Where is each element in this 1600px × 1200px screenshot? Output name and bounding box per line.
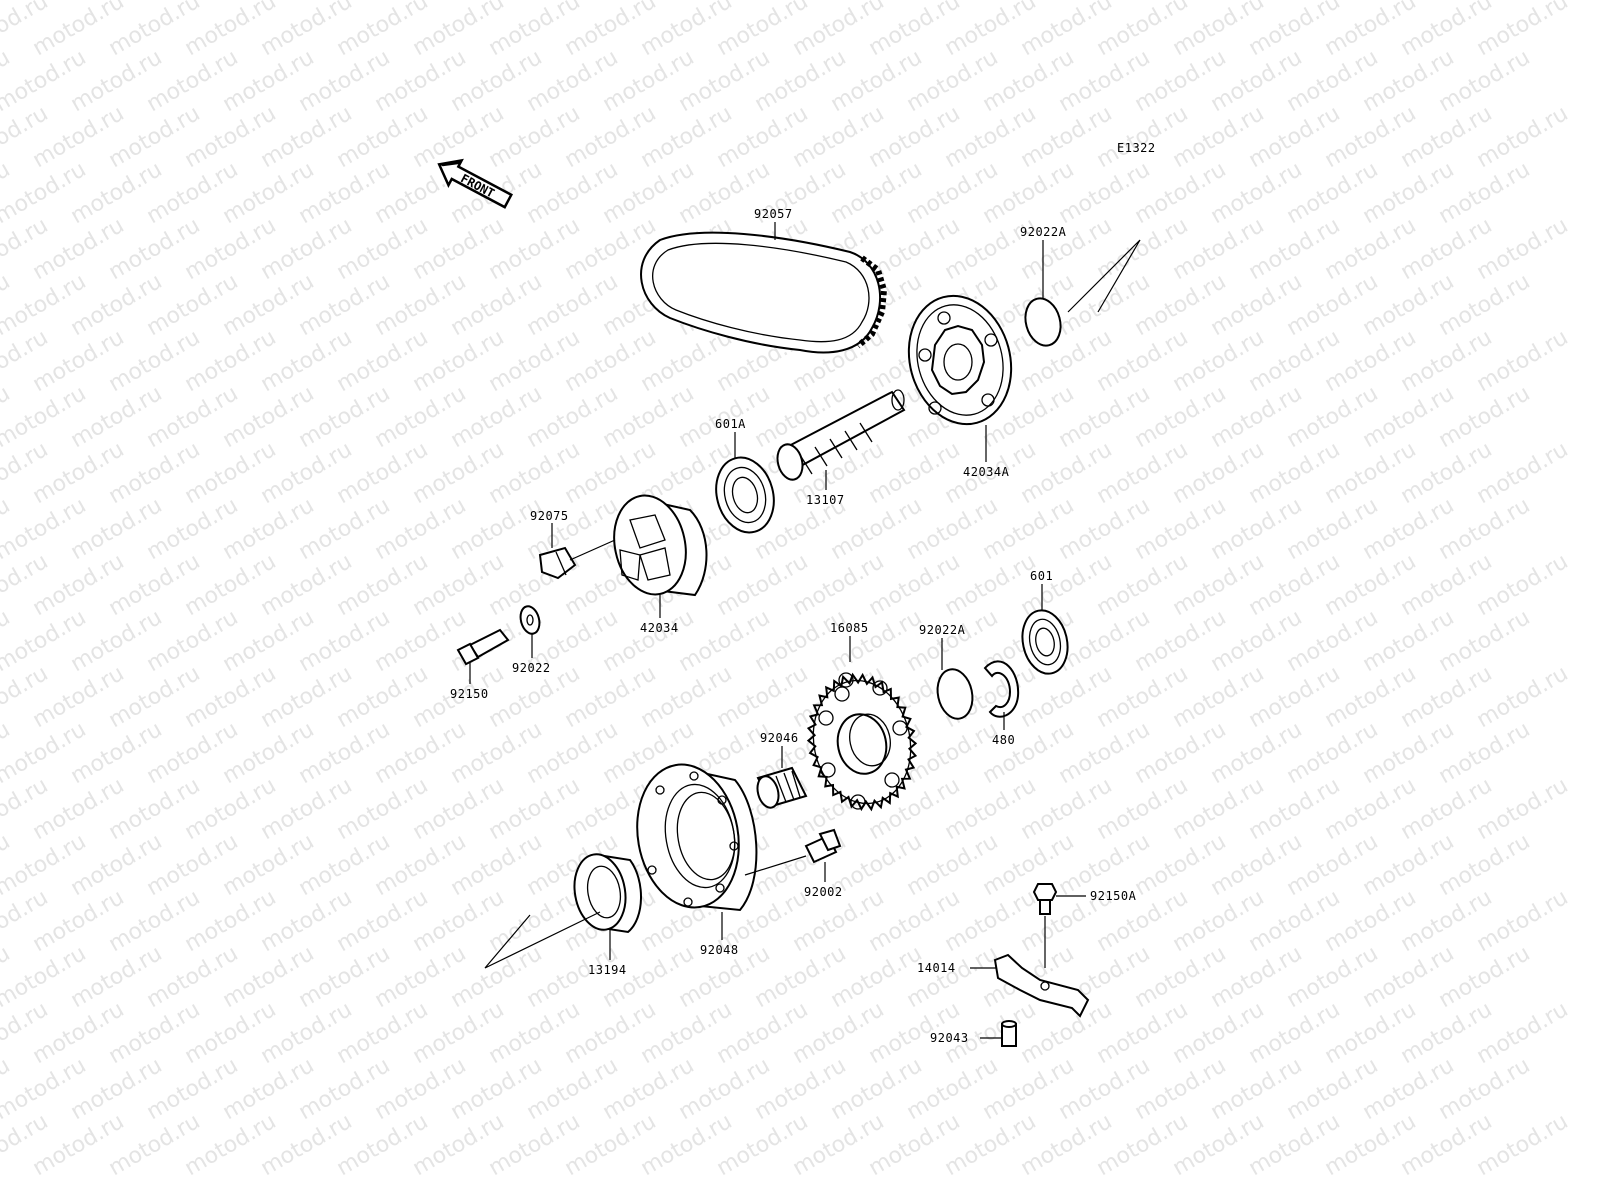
part-label-601: 601 — [1030, 569, 1053, 583]
drive-chain — [640, 231, 888, 354]
part-label-92048: 92048 — [700, 943, 739, 957]
needle-bearing-92046 — [756, 766, 808, 809]
washer-92022 — [519, 605, 541, 635]
bolt-92150 — [456, 628, 510, 666]
bearing-601A — [715, 456, 775, 534]
part-label-42034A: 42034A — [963, 465, 1010, 479]
bearing-601 — [1021, 609, 1069, 675]
diagram-code: E1322 — [1117, 141, 1156, 155]
part-label-92046: 92046 — [760, 731, 799, 745]
part-label-92022A-mid: 92022A — [919, 623, 966, 637]
part-label-92022A-top: 92022A — [1020, 225, 1067, 239]
part-label-92002: 92002 — [804, 885, 843, 899]
circlip-92022A-mid — [936, 668, 974, 720]
part-label-92150A: 92150A — [1090, 889, 1137, 903]
part-label-92022: 92022 — [512, 661, 551, 675]
collar-13194 — [573, 853, 642, 934]
output-shaft-13107 — [776, 389, 906, 481]
part-label-92057: 92057 — [754, 207, 793, 221]
gear-16085 — [806, 672, 918, 812]
part-label-13194: 13194 — [588, 963, 627, 977]
part-label-42034: 42034 — [640, 621, 679, 635]
part-label-601A: 601A — [715, 417, 746, 431]
part-label-480: 480 — [992, 733, 1015, 747]
damper-rubber-92075 — [538, 546, 577, 580]
axis-pointer-bottom — [484, 911, 601, 969]
circlip-480 — [983, 660, 1020, 718]
bracket-14014 — [993, 953, 1090, 1018]
circlip-92022A-top — [1024, 297, 1062, 347]
sprocket-hub-42034A — [907, 294, 1013, 426]
part-label-92075: 92075 — [530, 509, 569, 523]
damper-hub-42034 — [613, 494, 708, 597]
part-label-92150: 92150 — [450, 687, 489, 701]
part-label-13107: 13107 — [806, 493, 845, 507]
collar-92043 — [1001, 1020, 1017, 1047]
axis-pointer-top — [1067, 239, 1141, 313]
bolt-92002 — [804, 828, 842, 864]
part-label-14014: 14014 — [917, 961, 956, 975]
part-label-92043: 92043 — [930, 1031, 969, 1045]
clutch-housing-92048 — [636, 763, 758, 912]
bolt-92150A — [1032, 883, 1058, 915]
watermark-layer: motod.rumotod.rumotod.rumotod.rumotod.ru… — [0, 0, 1572, 1181]
part-label-16085: 16085 — [830, 621, 869, 635]
